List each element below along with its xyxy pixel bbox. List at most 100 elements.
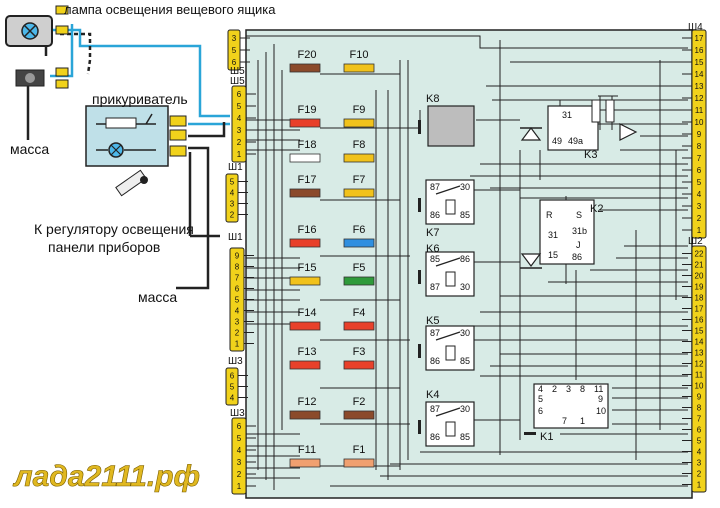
- pin-sh1-7: 7: [235, 274, 240, 283]
- fuse-label-f6: F6: [353, 224, 366, 236]
- relay-pin-k1-8: 10: [596, 406, 606, 416]
- pin-sh3-1: 1: [237, 482, 242, 491]
- pin-sh4-17: 17: [695, 34, 704, 43]
- pin-sh2-3: 3: [697, 459, 702, 468]
- ground-label-1: масса: [10, 141, 49, 157]
- pin-sh2-21: 21: [695, 261, 704, 270]
- fuse-label-f11: F11: [298, 444, 316, 456]
- pin-sh4-15: 15: [695, 58, 704, 67]
- fuse-label-f4: F4: [353, 307, 366, 319]
- relay-pin-k1-10: 1: [580, 416, 585, 426]
- pin-sh2-13: 13: [695, 349, 704, 358]
- connector-sh1-top: [225, 173, 239, 223]
- relay-contact-k4: [435, 407, 461, 417]
- pin-sh4-3: 3: [697, 202, 702, 211]
- pin-sh2-2: 2: [697, 470, 702, 479]
- relay-pin-k1-2: 3: [566, 384, 571, 394]
- fuse-f12: [289, 410, 321, 420]
- fuse-f13: [289, 360, 321, 370]
- relay-k3: [547, 105, 599, 151]
- relay-label-k1: K1: [540, 431, 553, 443]
- pin-sh4-1: 1: [697, 226, 702, 235]
- relay-coil-k4: [445, 421, 456, 437]
- fuse-label-f15: F15: [298, 262, 317, 274]
- pin-sh5-6: 6: [237, 90, 242, 99]
- pin-sh2-5: 5: [697, 437, 702, 446]
- site-watermark: лада2111.рф: [12, 460, 200, 493]
- pin-sh3-top-5: 5: [230, 383, 235, 392]
- pin-sh4-13: 13: [695, 82, 704, 91]
- connector-sh3: [231, 417, 247, 495]
- fuse-label-f9: F9: [353, 104, 366, 116]
- dash-regulator-label-2: панели приборов: [48, 239, 160, 255]
- relay-k2: [539, 199, 595, 265]
- glovebox-switch-icon: [15, 69, 45, 87]
- connector-label-sh2: Ш2: [688, 236, 703, 247]
- pin-sh2-18: 18: [695, 294, 704, 303]
- relay-pin-k4-b: 30: [460, 404, 470, 414]
- relay-label-k3: K3: [584, 149, 597, 161]
- pin-sh3-3: 3: [237, 458, 242, 467]
- fuse-f7: [343, 188, 375, 198]
- relay-k8: [427, 105, 475, 147]
- fuse-f3: [343, 360, 375, 370]
- diode-icon-3: [520, 253, 542, 267]
- relay-k8-terminal: [418, 120, 421, 134]
- relay-coil-k5: [445, 345, 456, 361]
- pin-sh2-4: 4: [697, 448, 702, 457]
- relay-pin-k7-d: 85: [460, 210, 470, 220]
- relay-pin-k1-1: 2: [552, 384, 557, 394]
- relay-contact-k5: [435, 331, 461, 341]
- relay-pin-k2-r: R: [546, 210, 553, 220]
- internal-wiring: [246, 35, 688, 490]
- pin-sh3-2: 2: [237, 470, 242, 479]
- relay-pin-k2-s: S: [576, 210, 582, 220]
- relay-pin-k2-31b: 31b: [572, 226, 587, 236]
- pin-sh3-top-6: 6: [230, 372, 235, 381]
- pin-sh1-6: 6: [235, 285, 240, 294]
- relay-label-k7: K7: [426, 227, 439, 239]
- pin-sh3-4: 4: [237, 446, 242, 455]
- relay-contact-k7: [435, 185, 461, 195]
- fuse-f14: [289, 321, 321, 331]
- relay-pin-k4-c: 86: [430, 432, 440, 442]
- fuse-f19: [289, 118, 321, 128]
- relay-pin-k1-0: 4: [538, 384, 543, 394]
- pin-sh3-6: 6: [237, 422, 242, 431]
- relay-label-k4: K4: [426, 389, 439, 401]
- relay-pin-k3-49: 49: [552, 136, 562, 146]
- pin-sh5-1: 1: [237, 150, 242, 159]
- pin-sh4-14: 14: [695, 70, 704, 79]
- fuse-label-f13: F13: [298, 346, 317, 358]
- fuse-label-f7: F7: [353, 174, 366, 186]
- relay-pin-k1-9: 7: [562, 416, 567, 426]
- pin-sh1-8: 8: [235, 263, 240, 272]
- relay-pin-k4-d: 85: [460, 432, 470, 442]
- relay-label-k2: K2: [590, 203, 603, 215]
- fuse-label-f17: F17: [298, 174, 317, 186]
- pin-sh5-top-3: 3: [232, 34, 237, 43]
- relay-pin-k7-a: 87: [430, 182, 440, 192]
- connector-label-sh1-top: Ш1: [228, 162, 243, 173]
- fuse-f5: [343, 276, 375, 286]
- pin-sh2-10: 10: [695, 382, 704, 391]
- pin-sh2-17: 17: [695, 305, 704, 314]
- relay-pin-k7-c: 86: [430, 210, 440, 220]
- pin-sh2-15: 15: [695, 327, 704, 336]
- relay-terminal-k5: [418, 344, 421, 358]
- connector-label-sh3: Ш3: [230, 408, 245, 419]
- relay-pin-k1-5: 5: [538, 394, 543, 404]
- pin-sh3-5: 5: [237, 434, 242, 443]
- pin-sh4-16: 16: [695, 46, 704, 55]
- connector-label-sh5: Ш5: [230, 76, 245, 87]
- glovebox-lamp-icon: [5, 15, 53, 47]
- pin-sh1-top-3: 3: [230, 200, 235, 209]
- relay-coil-k7: [445, 199, 456, 215]
- relay-pin-k3-31: 31: [562, 110, 572, 120]
- pin-sh4-10: 10: [695, 118, 704, 127]
- pin-sh5-5: 5: [237, 102, 242, 111]
- relay-pin-k5-c: 86: [430, 356, 440, 366]
- pin-sh4-5: 5: [697, 178, 702, 187]
- fuse-label-f2: F2: [353, 396, 366, 408]
